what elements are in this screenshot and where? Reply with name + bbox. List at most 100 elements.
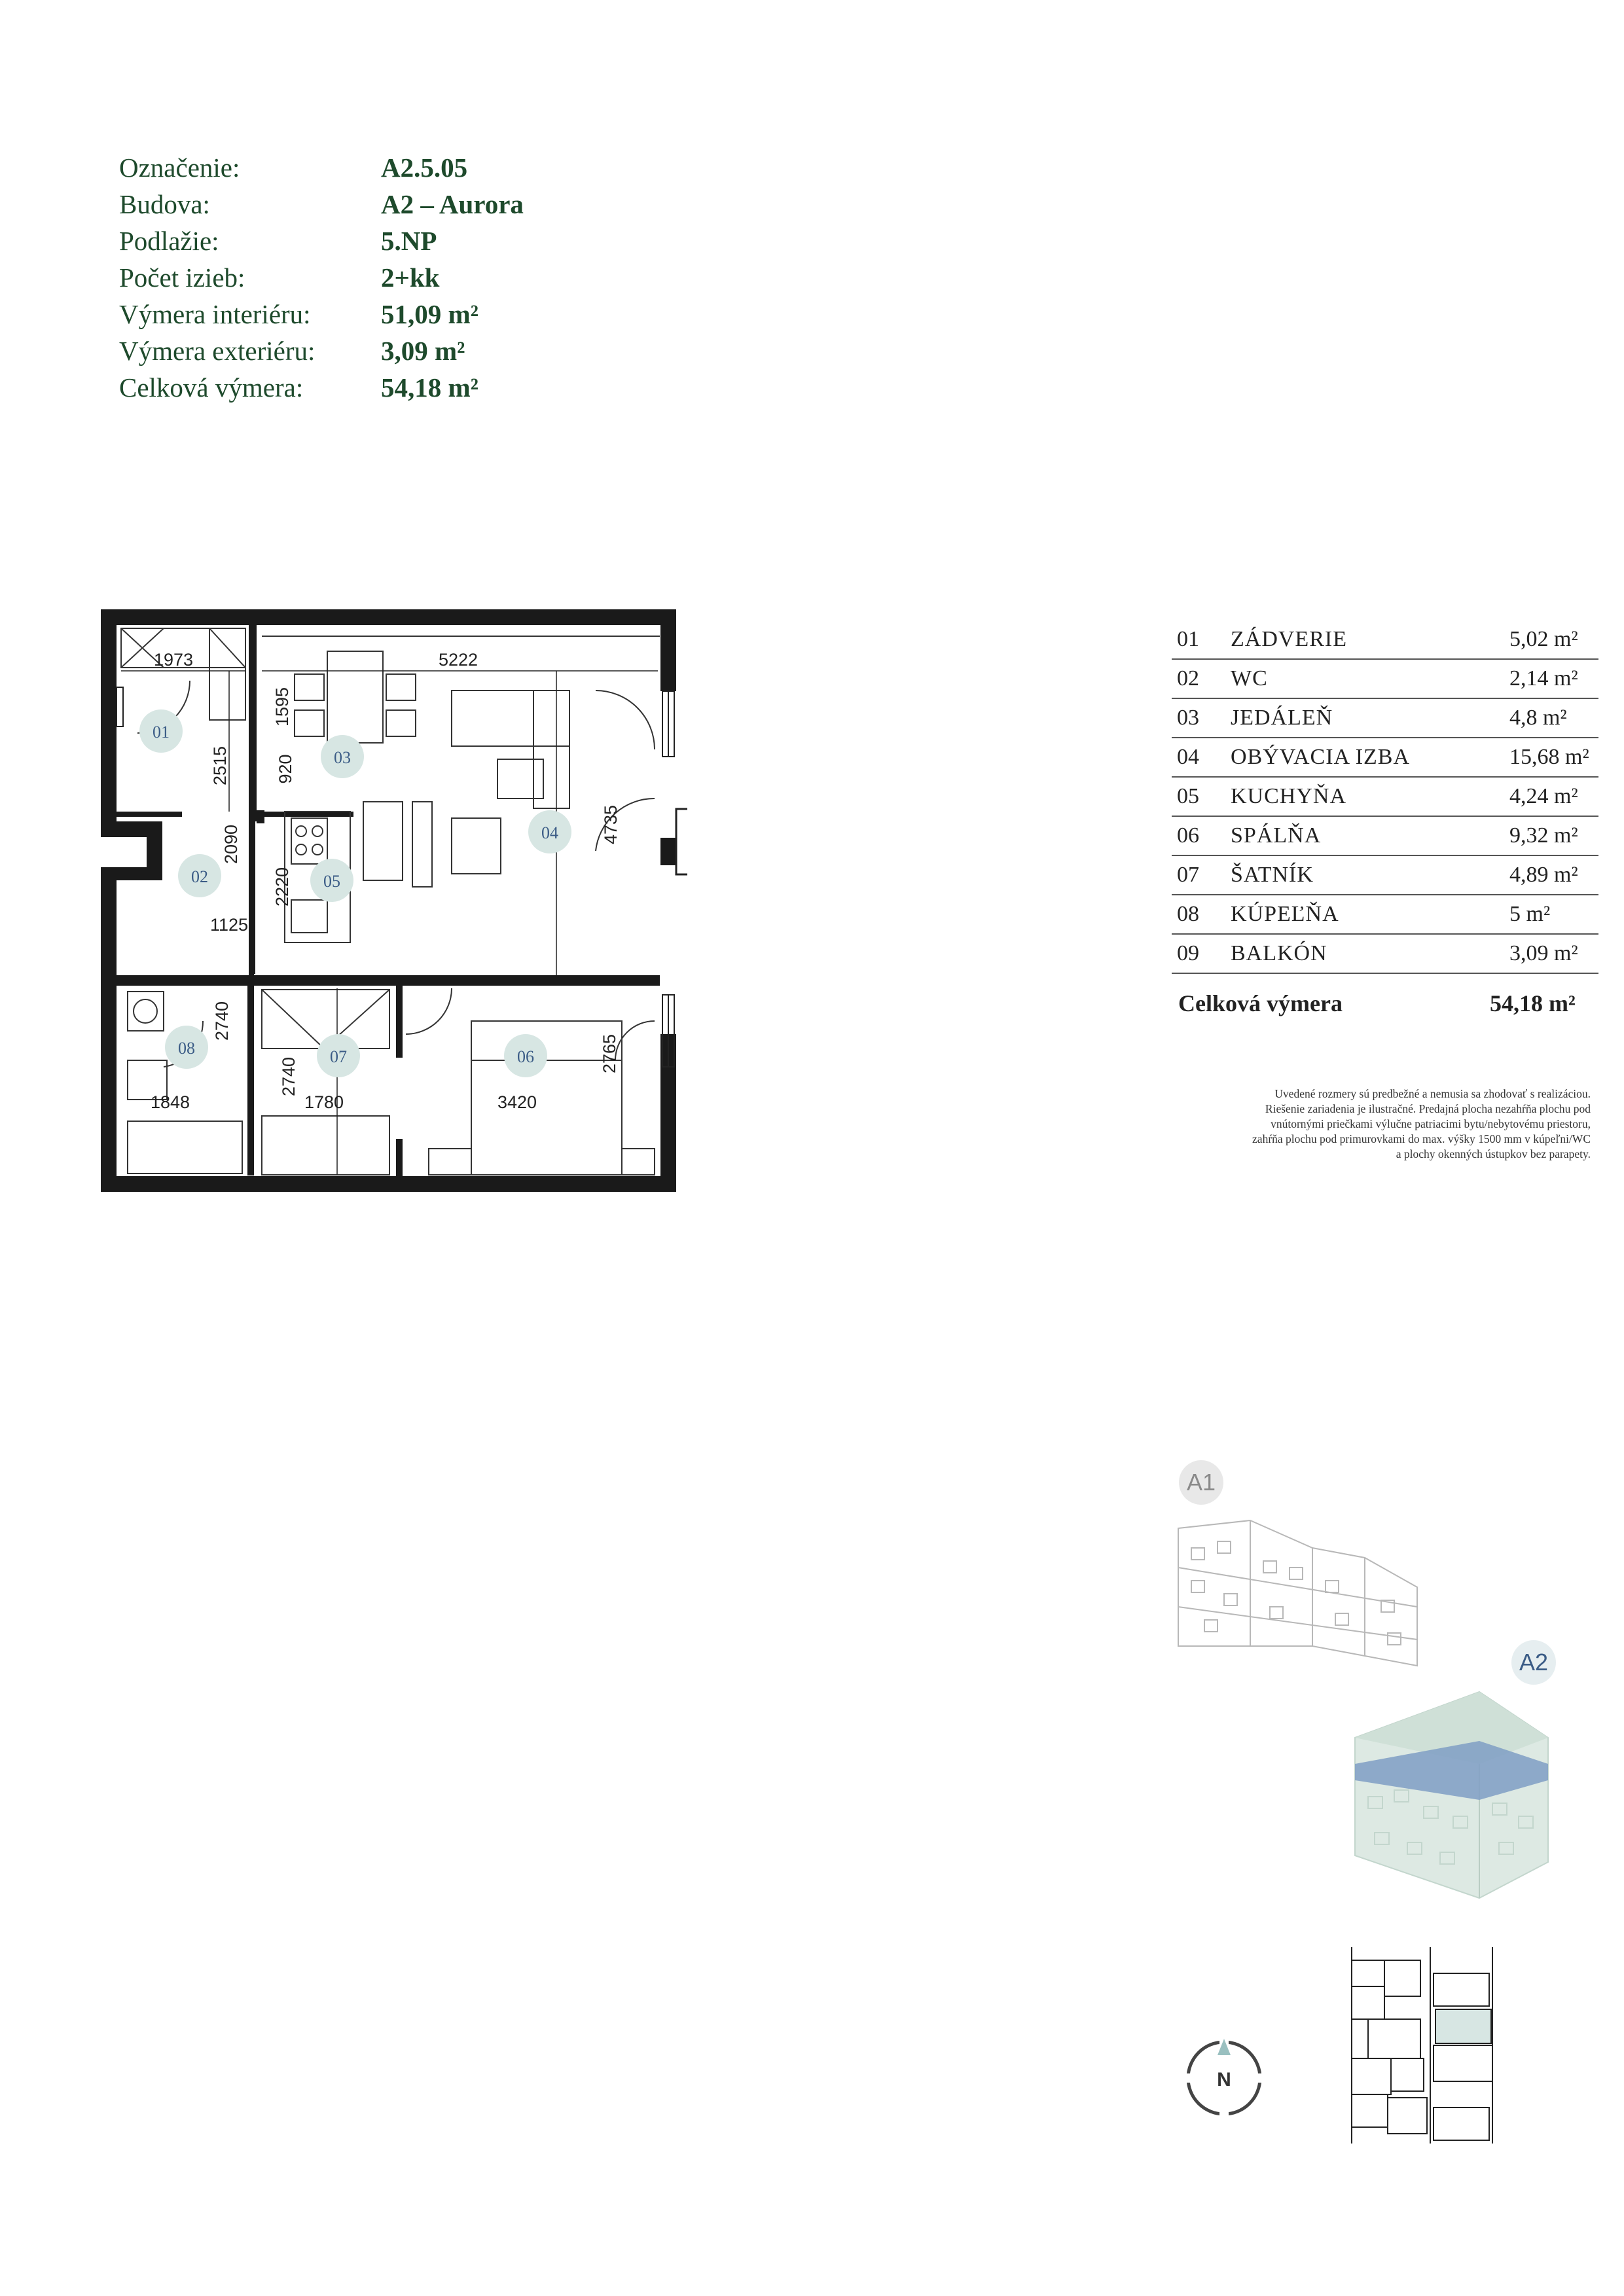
room-area: 4,89 m² — [1509, 863, 1578, 887]
total-row: Celková výmera 54,18 m² — [1172, 980, 1598, 1020]
room-name: ZÁDVERIE — [1231, 627, 1347, 651]
room-area: 5,02 m² — [1509, 627, 1578, 651]
info-label: Výmera interiéru: — [119, 299, 311, 329]
info-value: A2 – Aurora — [381, 189, 524, 219]
info-value: 51,09 m² — [381, 299, 478, 329]
room-row: 03 JEDÁLEŇ 4,8 m² — [1172, 699, 1598, 738]
svg-text:07: 07 — [330, 1047, 347, 1066]
room-row: 09 BALKÓN 3,09 m² — [1172, 935, 1598, 974]
room-row: 04 OBÝVACIA IZBA 15,68 m² — [1172, 738, 1598, 778]
room-area: 9,32 m² — [1509, 823, 1578, 848]
info-label: Budova: — [119, 189, 210, 219]
furniture — [120, 628, 660, 1175]
info-label: Počet izieb: — [119, 262, 245, 293]
dimension-label: 2220 — [272, 867, 292, 906]
room-name: OBÝVACIA IZBA — [1231, 745, 1411, 769]
room-area: 4,24 m² — [1509, 784, 1578, 808]
dimension-label: 3420 — [497, 1092, 537, 1112]
note-line: vnútornými priečkami výlučne patriacimi … — [1271, 1117, 1591, 1130]
note-line: zahŕňa plochu pod primurovkami do max. v… — [1252, 1132, 1591, 1145]
dimension-label: 2740 — [279, 1057, 298, 1096]
room-name: SPÁLŇA — [1231, 823, 1322, 848]
room-area: 2,14 m² — [1509, 666, 1578, 691]
compass-label: N — [1217, 2069, 1231, 2090]
disclaimer-note: Uvedené rozmery sú predbežné a nemusia s… — [1165, 1086, 1591, 1162]
room-badge: 04 — [528, 810, 571, 853]
dimension-lines — [121, 670, 658, 1175]
windows — [116, 687, 675, 1067]
note-line: Riešenie zariadenia je ilustračné. Preda… — [1265, 1102, 1591, 1115]
svg-text:02: 02 — [191, 867, 208, 886]
total-label: Celková výmera — [1178, 990, 1343, 1016]
svg-text:03: 03 — [334, 748, 351, 767]
building-a1-sketch — [1178, 1519, 1418, 1667]
info-label: Celková výmera: — [119, 372, 304, 403]
room-number: 09 — [1177, 941, 1199, 965]
room-badge: 07 — [317, 1034, 360, 1077]
dimension-label: 2740 — [212, 1001, 232, 1041]
a2-badge: A2 — [1511, 1640, 1556, 1685]
dimension-label: 1595 — [272, 687, 292, 726]
dimension-label: 2090 — [221, 825, 241, 864]
room-area: 4,8 m² — [1509, 706, 1567, 730]
room-number: 08 — [1177, 902, 1199, 926]
room-number: 03 — [1177, 706, 1199, 730]
info-value: 54,18 m² — [381, 372, 478, 403]
room-area: 15,68 m² — [1509, 745, 1589, 769]
building-illustration: A1 A2 — [1178, 1460, 1556, 1899]
info-value: A2.5.05 — [381, 152, 468, 183]
room-number: 01 — [1177, 627, 1199, 651]
dimension-label: 1125 — [210, 915, 248, 935]
outer-walls — [101, 609, 676, 1192]
room-name: ŠATNÍK — [1231, 863, 1314, 887]
dimension-label: 1973 — [154, 650, 193, 670]
room-name: WC — [1231, 666, 1268, 691]
dimension-label: 2515 — [210, 746, 230, 785]
total-area: 54,18 m² — [1490, 990, 1576, 1016]
svg-text:06: 06 — [517, 1047, 534, 1066]
info-value: 3,09 m² — [381, 336, 465, 366]
room-name: KUCHYŇA — [1231, 784, 1346, 808]
room-row: 08 KÚPEĽŇA 5 m² — [1172, 895, 1598, 935]
building-a2 — [1354, 1691, 1549, 1899]
room-name: BALKÓN — [1231, 941, 1327, 965]
room-badge: 03 — [321, 735, 364, 778]
room-area: 3,09 m² — [1509, 941, 1578, 965]
room-badge: 08 — [165, 1026, 208, 1069]
note-line: Uvedené rozmery sú predbežné a nemusia s… — [1274, 1087, 1591, 1100]
svg-text:A1: A1 — [1187, 1469, 1216, 1496]
room-area: 5 m² — [1509, 902, 1551, 926]
room-number: 04 — [1177, 745, 1199, 769]
site-map — [1351, 1947, 1493, 2144]
room-number: 07 — [1177, 863, 1199, 887]
room-row: 05 KUCHYŇA 4,24 m² — [1172, 778, 1598, 817]
dimension-label: 2765 — [600, 1034, 619, 1073]
info-label: Označenie: — [119, 152, 240, 183]
balcony — [675, 808, 687, 876]
room-number: 05 — [1177, 784, 1199, 808]
room-badges: 01 02 03 04 05 06 07 08 09 — [139, 709, 571, 1077]
dimension-label: 1780 — [304, 1092, 344, 1112]
floor-plan: 1973 5222 1595 2515 920 4735 2090 2220 1… — [101, 609, 687, 1192]
info-label: Výmera exteriéru: — [119, 336, 316, 366]
room-row: 01 ZÁDVERIE 5,02 m² — [1172, 620, 1598, 660]
svg-text:05: 05 — [323, 872, 340, 891]
compass: N — [1186, 2039, 1262, 2116]
room-badge: 01 — [139, 709, 183, 753]
note-line: a plochy okenných ústupkov bez parapety. — [1396, 1147, 1591, 1160]
svg-text:01: 01 — [153, 723, 170, 742]
a1-badge: A1 — [1179, 1460, 1223, 1505]
room-badge: 02 — [178, 854, 221, 897]
room-number: 02 — [1177, 666, 1199, 691]
room-badge: 05 — [310, 859, 353, 902]
room-name: JEDÁLEŇ — [1231, 706, 1333, 730]
info-value: 2+kk — [381, 262, 440, 293]
dimension-labels: 1973 5222 1595 2515 920 4735 2090 2220 1… — [151, 650, 621, 1112]
room-row: 06 SPÁLŇA 9,32 m² — [1172, 817, 1598, 856]
svg-text:A2: A2 — [1519, 1649, 1548, 1676]
dimension-label: 1848 — [151, 1092, 190, 1112]
svg-text:08: 08 — [178, 1039, 195, 1058]
svg-text:04: 04 — [541, 823, 558, 842]
room-number: 06 — [1177, 823, 1199, 848]
room-row: 02 WC 2,14 m² — [1172, 660, 1598, 699]
